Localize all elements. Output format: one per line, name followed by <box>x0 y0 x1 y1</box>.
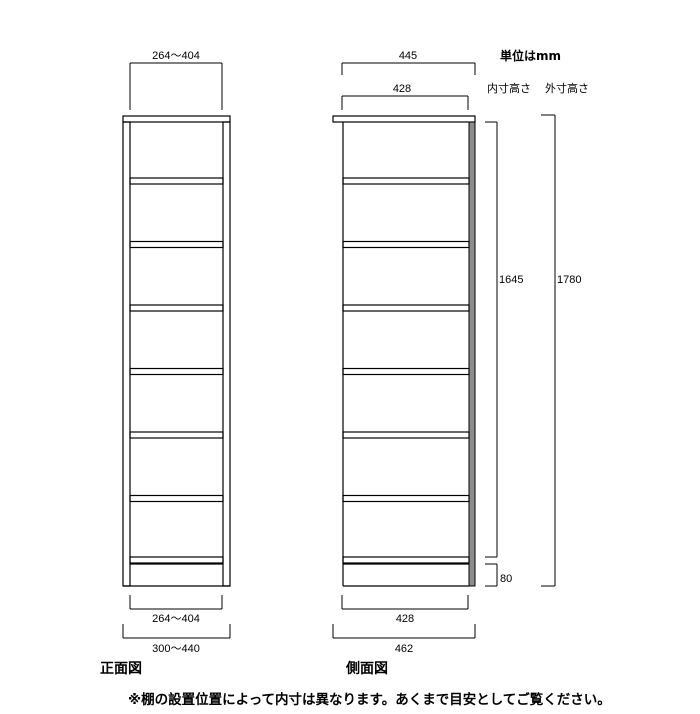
inner-height-dimension <box>485 121 498 558</box>
side-top-inner-depth-label: 428 <box>393 83 411 95</box>
front-shelf-board <box>129 431 224 439</box>
side-bottom-outer-depth-label: 462 <box>395 643 413 655</box>
side-top-outer-depth-label: 445 <box>399 50 417 62</box>
front-shelves <box>129 177 224 564</box>
front-shelf-board <box>129 494 224 503</box>
front-bottom-inner-dimension <box>129 595 223 610</box>
front-right-panel <box>222 121 231 587</box>
front-bottom-outer-width-label: 300～440 <box>152 643 200 655</box>
front-bottom-inner-width-label: 264～404 <box>152 613 200 625</box>
side-view-title: 側面図 <box>345 660 388 677</box>
base-height-dimension <box>485 563 498 587</box>
base-height-label: 80 <box>500 573 512 585</box>
front-top-dimension <box>129 62 223 110</box>
inner-height-header: 内寸高さ <box>487 81 531 95</box>
side-shelf-board <box>342 177 470 185</box>
side-bottom-inner-depth-label: 428 <box>396 613 414 625</box>
side-shelves <box>342 177 470 564</box>
side-shelf-board <box>342 431 470 439</box>
unit-label: 単位はmm <box>500 48 561 63</box>
side-shelf-board <box>342 367 470 376</box>
side-shelf-board <box>342 304 470 312</box>
side-shelf-board <box>342 556 470 564</box>
front-shelf-board <box>129 304 224 312</box>
side-bottom-outer-dimension <box>332 624 476 639</box>
outer-height-label: 1780 <box>557 274 581 286</box>
side-shelf-board <box>342 494 470 503</box>
outer-height-dimension <box>541 114 556 587</box>
inner-height-label: 1645 <box>499 274 523 286</box>
front-top-board <box>122 115 231 123</box>
front-shelf-board <box>129 556 224 564</box>
disclaimer-note: ※棚の設置位置によって内寸は異なります。あくまで目安としてご覧ください。 <box>128 692 611 708</box>
front-shelf-board <box>129 367 224 376</box>
side-top-outer-dimension <box>341 62 476 75</box>
front-shelf-board <box>129 177 224 185</box>
side-bottom-inner-dimension <box>341 595 469 610</box>
front-left-panel <box>122 121 131 587</box>
front-view <box>122 115 231 587</box>
side-top-board <box>332 115 476 123</box>
front-bottom-outer-dimension <box>122 624 231 639</box>
front-top-width-label: 264～404 <box>152 50 200 62</box>
outer-height-header: 外寸高さ <box>545 81 589 95</box>
side-view <box>332 115 476 587</box>
side-back-panel <box>468 121 476 587</box>
side-top-inner-dimension <box>341 95 469 110</box>
side-shelf-board <box>342 240 470 249</box>
front-view-title: 正面図 <box>100 661 142 677</box>
front-shelf-board <box>129 240 224 249</box>
